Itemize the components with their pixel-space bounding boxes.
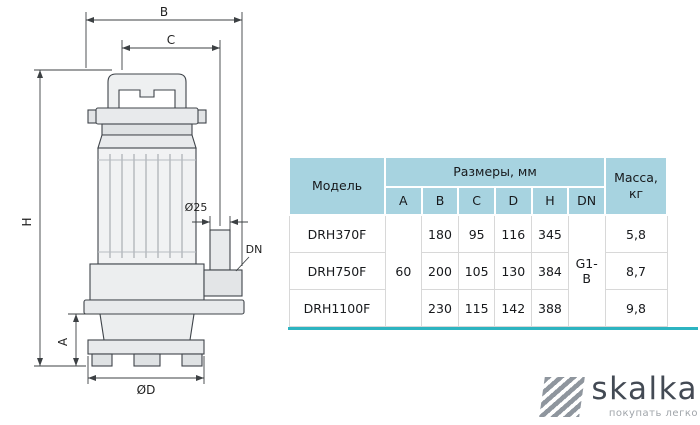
dim-label-a: A (56, 337, 70, 346)
header-col-dn: DN (567, 186, 606, 216)
cell-h: 345 (531, 214, 569, 253)
header-mass: Масса, кг (604, 156, 668, 216)
dim-label-dn: DN (246, 243, 263, 256)
cell-b: 180 (421, 214, 459, 253)
brand-tagline: покупать легко (608, 408, 698, 419)
dim-label-d25: Ø25 (185, 201, 208, 214)
dimension-labels: B C H A ØD Ø25 DN (20, 5, 262, 397)
brand-logo: skalka покупать легко (539, 371, 698, 420)
cell-d: 142 (494, 289, 533, 327)
spec-table-section: Модель Размеры, мм Масса, кг A B C D H D… (288, 156, 698, 330)
cell-b: 230 (421, 289, 459, 327)
cell-mass: 8,7 (604, 252, 668, 290)
accent-underline (288, 327, 698, 330)
cell-c: 105 (457, 252, 496, 290)
cell-h: 384 (531, 252, 569, 290)
header-col-b: B (420, 186, 460, 216)
table-row: DRH1100F 230 115 142 388 9,8 (288, 289, 668, 327)
table-row: DRH750F 200 105 130 384 8,7 (288, 252, 668, 290)
spec-table: Модель Размеры, мм Масса, кг A B C D H D… (288, 156, 668, 327)
pump-motor-body (97, 147, 197, 265)
brand-logo-icon (539, 376, 586, 417)
header-dimensions: Размеры, мм (384, 156, 606, 188)
cell-d: 130 (494, 252, 533, 290)
dimension-lines (34, 12, 250, 384)
cell-d: 116 (494, 214, 533, 253)
dim-label-c: C (167, 33, 175, 47)
table-row: DRH370F 60 180 95 116 345 G1-B 5,8 (288, 214, 668, 327)
pump-base (87, 339, 205, 355)
dim-label-b: B (160, 5, 168, 19)
dimension-arrowheads (37, 17, 242, 381)
dim-label-d: ØD (137, 383, 156, 397)
brand-logo-text: skalka покупать легко (591, 371, 698, 420)
cell-model: DRH750F (288, 252, 386, 290)
pump-outlet-pipe (209, 229, 231, 271)
header-col-a: A (384, 186, 423, 216)
cell-model: DRH370F (288, 214, 386, 253)
pump-body (83, 73, 245, 367)
dim-label-h: H (20, 217, 34, 226)
cell-c: 95 (457, 214, 496, 253)
brand-name: skalka (591, 371, 698, 407)
cell-dn-shared: G1-B (567, 214, 606, 327)
cell-mass: 5,8 (604, 214, 668, 253)
cell-b: 200 (421, 252, 459, 290)
cell-mass: 9,8 (604, 289, 668, 327)
cell-model: DRH1100F (288, 289, 386, 327)
cell-a-shared: 60 (384, 214, 423, 327)
pump-diagram: B C H A ØD Ø25 DN (20, 5, 262, 397)
cell-c: 115 (457, 289, 496, 327)
header-model: Модель (288, 156, 386, 216)
header-col-c: C (457, 186, 496, 216)
header-col-h: H (530, 186, 570, 216)
header-col-d: D (493, 186, 533, 216)
cell-h: 388 (531, 289, 569, 327)
